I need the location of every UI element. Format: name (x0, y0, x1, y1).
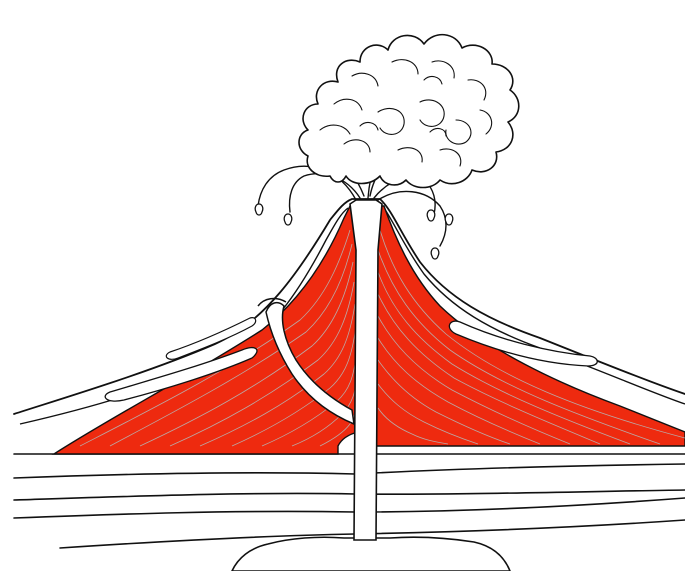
lava-drop (284, 214, 292, 225)
lava-drop (255, 204, 263, 215)
lava-drop (431, 248, 439, 259)
lava-drop (445, 214, 453, 225)
magma-chamber (232, 537, 510, 571)
lava-drop (427, 210, 435, 221)
